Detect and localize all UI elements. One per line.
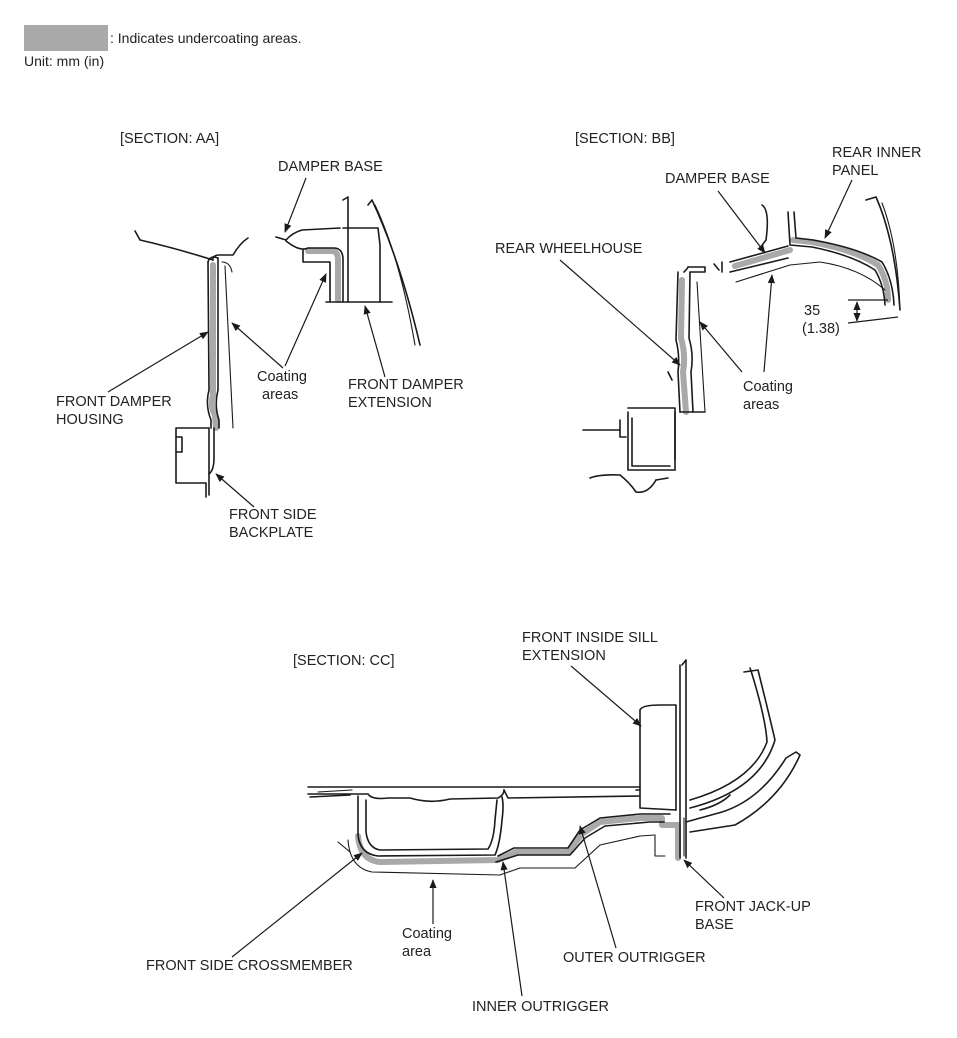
bb-label-coating-2: areas	[743, 397, 779, 413]
bb-label-wheelhouse: REAR WHEELHOUSE	[495, 241, 643, 257]
bb-dim-value-mm: 35	[804, 303, 820, 319]
section-cc: [SECTION: CC]	[146, 630, 811, 1015]
aa-leader-backplate	[215, 473, 255, 508]
cc-label-sill-2: EXTENSION	[522, 648, 606, 664]
cc-leader-inner-outrigger	[500, 861, 523, 997]
aa-coating-housing	[208, 262, 219, 431]
aa-label-coating-2: areas	[262, 387, 298, 403]
cc-label-inner-outrigger: INNER OUTRIGGER	[472, 999, 609, 1015]
cc-leader-crossmember	[231, 852, 363, 958]
cc-label-jackup-1: FRONT JACK-UP	[695, 899, 811, 915]
aa-leader-extension	[363, 305, 386, 378]
cc-label-jackup-2: BASE	[695, 917, 734, 933]
bb-coating-rear-inner	[790, 237, 891, 303]
aa-coating-extension	[305, 248, 341, 303]
cc-front-side-crossmember	[307, 786, 641, 876]
aa-leader-damper-base	[284, 177, 307, 233]
bb-lower-structure	[582, 407, 676, 494]
cc-label-outer-outrigger: OUTER OUTRIGGER	[563, 950, 706, 966]
legend: : Indicates undercoating areas.	[24, 25, 301, 51]
bb-label-rear-inner-1: REAR INNER	[832, 145, 921, 161]
cc-front-inside-sill-extension	[635, 659, 687, 859]
cc-outriggers	[495, 813, 671, 876]
cc-leader-jackup	[683, 859, 725, 899]
bb-leader-coating-1	[699, 321, 743, 373]
cc-label-sill-1: FRONT INSIDE SILL	[522, 630, 658, 646]
bb-coating-damper-base	[732, 247, 793, 269]
section-bb: [SECTION: BB]	[495, 131, 921, 494]
undercoating-swatch	[24, 25, 108, 51]
section-bb-title: [SECTION: BB]	[575, 131, 675, 147]
bb-label-rear-inner-2: PANEL	[832, 163, 878, 179]
bb-dim-ext-lower	[847, 316, 899, 324]
bb-rear-wheelhouse	[667, 266, 706, 413]
aa-label-coating-1: Coating	[257, 369, 307, 385]
legend-text: : Indicates undercoating areas.	[110, 30, 302, 46]
aa-label-housing-2: HOUSING	[56, 412, 124, 428]
aa-leader-coating-2	[284, 273, 327, 367]
aa-front-side-backplate	[175, 427, 215, 498]
cc-outer-panels	[685, 667, 801, 833]
bb-dim-value-in: (1.38)	[802, 321, 840, 337]
aa-label-backplate-2: BACKPLATE	[229, 525, 314, 541]
aa-front-damper-housing	[134, 230, 249, 429]
unit-label: Unit: mm (in)	[24, 53, 105, 69]
aa-leader-coating-1	[231, 322, 284, 369]
bb-leader-coating-2	[763, 274, 775, 373]
bb-leader-rear-inner	[824, 179, 853, 239]
aa-front-damper-extension	[275, 196, 421, 346]
bb-label-damper-base: DAMPER BASE	[665, 171, 770, 187]
bb-dimension-35: 35 (1.38)	[802, 299, 899, 337]
section-aa: [SECTION: AA]	[56, 131, 464, 541]
section-aa-title: [SECTION: AA]	[120, 131, 219, 147]
aa-label-housing-1: FRONT DAMPER	[56, 394, 172, 410]
bb-label-coating-1: Coating	[743, 379, 793, 395]
aa-leader-housing	[107, 331, 209, 393]
bb-coating-wheelhouse	[678, 277, 689, 415]
bb-leader-wheelhouse	[559, 259, 681, 366]
cc-coating-area	[355, 815, 681, 865]
aa-label-extension-1: FRONT DAMPER	[348, 377, 464, 393]
cc-leader-outer-outrigger	[578, 825, 617, 949]
aa-label-extension-2: EXTENSION	[348, 395, 432, 411]
bb-damper-base	[713, 204, 886, 291]
aa-label-backplate-1: FRONT SIDE	[229, 507, 317, 523]
aa-label-damper-base: DAMPER BASE	[278, 159, 383, 175]
cc-leader-sill	[570, 665, 642, 727]
bb-rear-inner-panel	[787, 196, 901, 311]
cc-label-crossmember: FRONT SIDE CROSSMEMBER	[146, 958, 353, 974]
cc-label-coating-2: area	[402, 944, 432, 960]
cc-label-coating-1: Coating	[402, 926, 452, 942]
bb-leader-damper-base	[717, 190, 766, 254]
section-cc-title: [SECTION: CC]	[293, 653, 395, 669]
